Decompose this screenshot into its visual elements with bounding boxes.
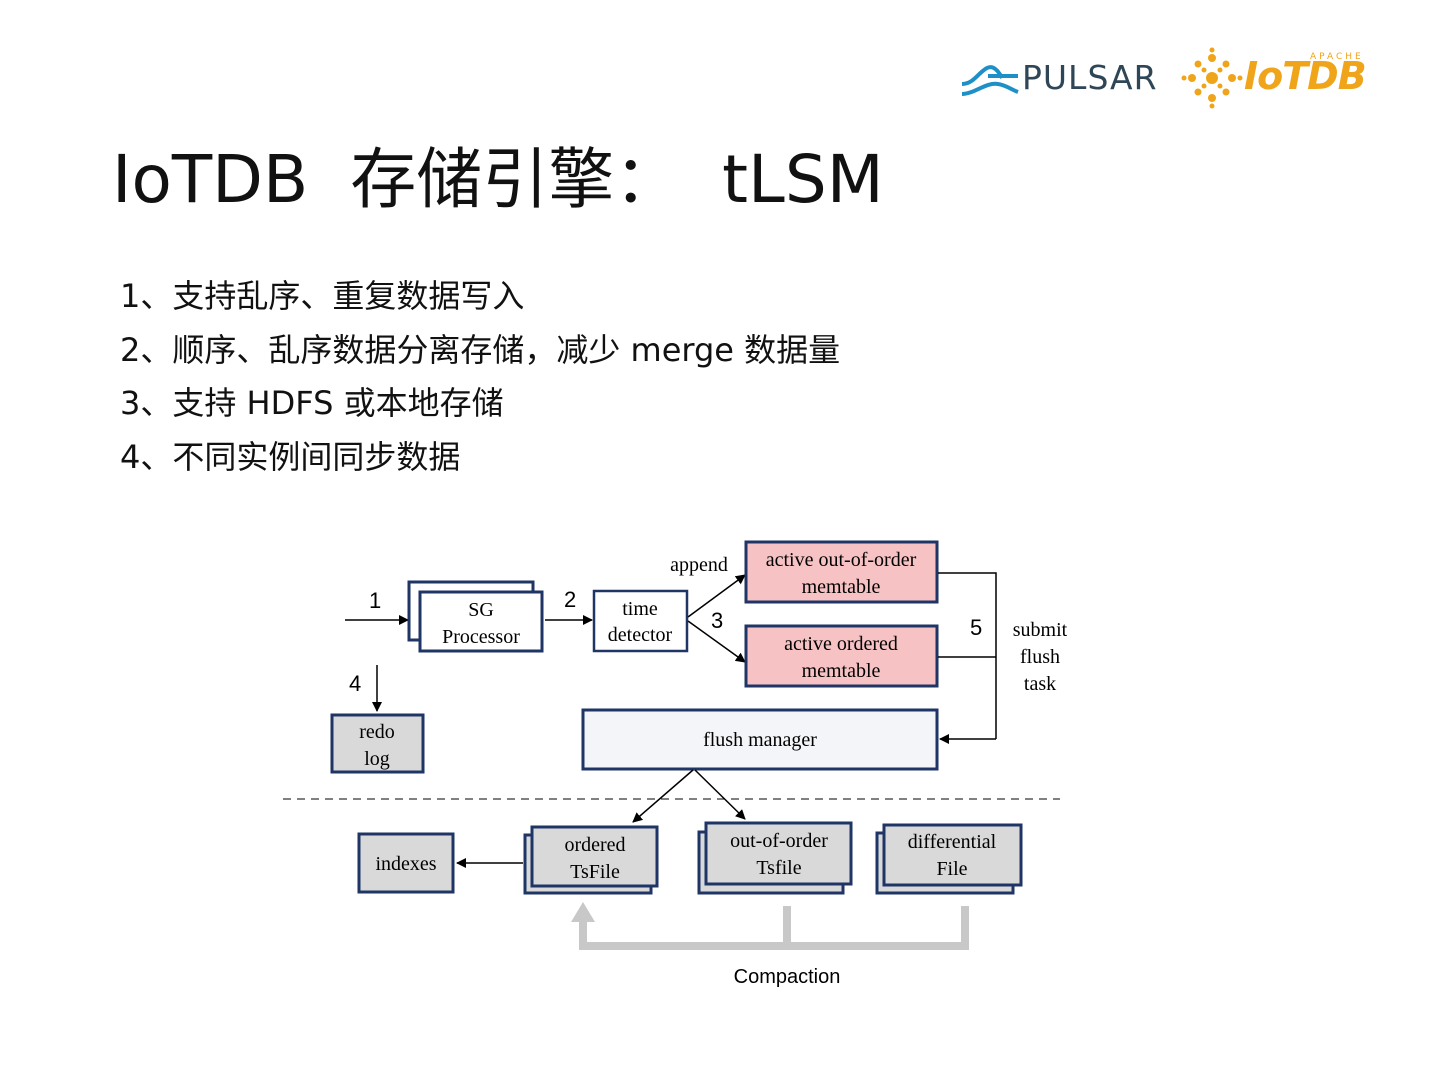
item-text: 、支持乱序、重复数据写入 <box>140 277 525 315</box>
append-ooo-arrow <box>687 574 746 618</box>
active-ooo-memtable-box: active out-of-order memtable <box>744 540 939 604</box>
compaction-bracket: Compaction <box>571 902 969 988</box>
pulsar-logo-text: PULSAR <box>1022 58 1158 97</box>
time-detector-box: time detector <box>592 589 689 653</box>
flush-ooo-arrow <box>694 769 746 820</box>
sg-processor-line1: SG <box>468 599 494 621</box>
redo-log-line1: redo <box>359 721 395 743</box>
differential-file-line1: differential <box>908 831 997 853</box>
active-ordered-line1: active ordered <box>784 633 898 655</box>
time-detector-line2: detector <box>608 624 673 646</box>
submit-flush-connector: 5 submit flush task <box>938 572 1068 744</box>
redo-log-line2: log <box>364 748 390 770</box>
iotdb-logo-text: IoTDB <box>1244 54 1367 98</box>
indexes-box: indexes <box>357 832 455 894</box>
step-1-label: 1 <box>369 588 381 613</box>
compaction-label: Compaction <box>734 966 841 988</box>
item-text: 、支持 HDFS 或本地存储 <box>140 384 504 422</box>
step-2-label: 2 <box>564 587 576 612</box>
item-text: 、顺序、乱序数据分离存储，减少 merge 数据量 <box>140 330 841 369</box>
page-title: IoTDB 存储引擎： tLSM <box>112 141 884 218</box>
list-item: 2、顺序、乱序数据分离存储，减少 merge 数据量 <box>120 324 840 378</box>
differential-file-line2: File <box>936 858 967 880</box>
differential-file-box: differential File <box>875 823 1023 895</box>
active-ooo-line1: active out-of-order <box>766 549 917 571</box>
step-4-label: 4 <box>349 671 361 696</box>
flush-ordered-arrow <box>632 769 694 823</box>
active-ordered-memtable-box: active ordered memtable <box>744 624 939 688</box>
ooo-tsfile-line1: out-of-order <box>730 830 828 852</box>
item-text: 、不同实例间同步数据 <box>140 437 461 476</box>
append-ordered-arrow <box>687 620 746 663</box>
item-number: 3 <box>120 384 141 422</box>
sg-processor-box: SG Processor <box>407 580 544 653</box>
submit-line3: task <box>1024 673 1056 695</box>
step-3-label: 3 <box>711 608 723 633</box>
submit-line2: flush <box>1020 646 1060 668</box>
list-item: 3、支持 HDFS 或本地存储 <box>120 377 840 431</box>
step-2: 2 <box>545 587 593 625</box>
step-5-label: 5 <box>970 615 982 640</box>
time-detector-line1: time <box>622 598 658 620</box>
list-item: 1、支持乱序、重复数据写入 <box>120 270 840 324</box>
redo-log-box: redo log <box>330 713 425 774</box>
ooo-tsfile-box: out-of-order Tsfile <box>697 821 853 895</box>
ordered-tsfile-box: ordered TsFile <box>523 825 659 895</box>
active-ooo-line2: memtable <box>802 576 881 598</box>
step-1: 1 <box>345 588 409 625</box>
submit-line1: submit <box>1013 619 1068 641</box>
logo-bar: PULSAR APACHE IoTDB <box>958 44 1368 114</box>
item-number: 4 <box>120 437 141 476</box>
compaction-arrow-icon <box>571 902 595 922</box>
indexes-label: indexes <box>375 853 436 875</box>
pulsar-logo-icon <box>961 65 1019 96</box>
item-number: 1 <box>120 277 141 315</box>
item-number: 2 <box>120 330 141 369</box>
step-4: 4 <box>349 665 382 712</box>
active-ordered-line2: memtable <box>802 660 881 682</box>
list-item: 4、不同实例间同步数据 <box>120 431 840 485</box>
sg-processor-line2: Processor <box>442 626 520 648</box>
apache-label: APACHE <box>1310 52 1364 62</box>
ooo-tsfile-line2: Tsfile <box>756 857 801 879</box>
ordered-tsfile-line2: TsFile <box>570 861 620 883</box>
flush-manager-label: flush manager <box>703 729 817 751</box>
iotdb-sun-icon <box>1181 47 1243 109</box>
append-label: append <box>670 554 728 576</box>
feature-list: 1、支持乱序、重复数据写入 2、顺序、乱序数据分离存储，减少 merge 数据量… <box>120 270 840 484</box>
ordered-tsfile-line1: ordered <box>564 834 625 856</box>
flush-manager-box: flush manager <box>581 708 939 771</box>
